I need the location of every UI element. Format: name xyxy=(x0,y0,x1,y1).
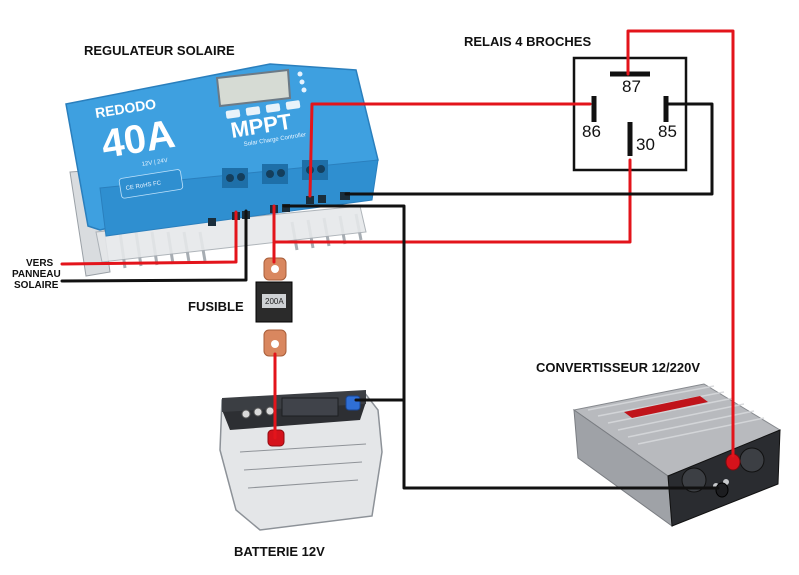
panel-label-line2: PANNEAU xyxy=(12,269,61,280)
lcd-screen xyxy=(215,68,292,108)
wire-solar-positive xyxy=(60,210,238,266)
panel-label-line1: VERS xyxy=(26,258,54,269)
regulator-buttons xyxy=(225,100,301,119)
relay-pin-30-label: 30 xyxy=(636,135,655,154)
battery-negative-terminal xyxy=(345,395,361,411)
wire-negative-main xyxy=(282,204,720,490)
panel-label-line3: SOLAIRE xyxy=(14,280,59,291)
fuse: 200A xyxy=(255,257,293,357)
relay-pin-86-label: 86 xyxy=(582,122,601,141)
regulator-title: REGULATEUR SOLAIRE xyxy=(84,43,235,58)
battery-title: BATTERIE 12V xyxy=(234,544,325,559)
wire-solar-negative xyxy=(60,209,248,283)
wire-relay-85 xyxy=(344,102,714,196)
converter xyxy=(572,383,782,528)
relay-pin-85-label: 85 xyxy=(658,122,677,141)
relay-4-pin: 87 86 85 30 xyxy=(572,56,688,172)
wire-relay-87-converter xyxy=(626,29,735,458)
relay-title: RELAIS 4 BROCHES xyxy=(464,34,591,49)
regulator-cert: CE RoHS FC xyxy=(125,180,162,192)
wires xyxy=(60,29,735,490)
wire-relay-86 xyxy=(308,102,592,198)
fuse-rating: 200A xyxy=(265,297,284,306)
fuse-label: FUSIBLE xyxy=(188,299,244,314)
status-leds xyxy=(297,71,307,93)
converter-title: CONVERTISSEUR 12/220V xyxy=(536,360,700,375)
solar-regulator: REDODO 40A MPPT Solar Charge Controller … xyxy=(65,63,379,277)
regulator-voltage: 12V | 24V xyxy=(141,158,168,168)
converter-negative-terminal xyxy=(715,482,729,498)
wire-relay-30-positive xyxy=(272,158,632,244)
battery xyxy=(219,390,383,531)
relay-pin-87-label: 87 xyxy=(622,77,641,96)
